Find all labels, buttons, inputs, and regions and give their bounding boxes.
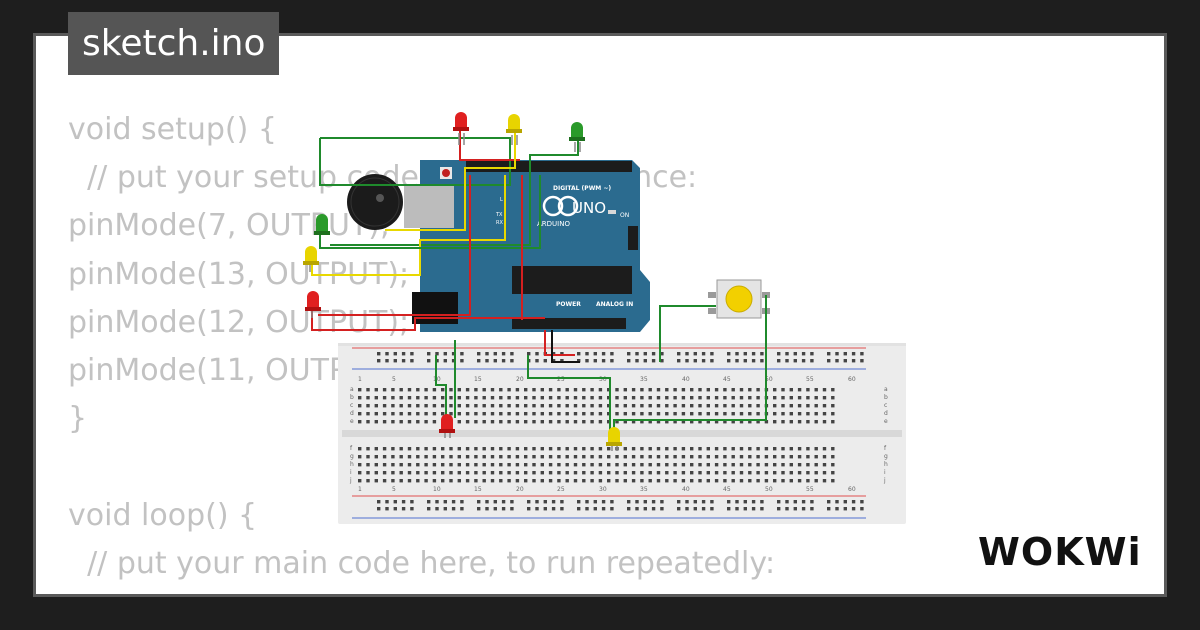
atmega-chip xyxy=(512,266,632,294)
column-number: 20 xyxy=(516,486,524,493)
row-letter: d xyxy=(884,410,888,417)
led-yellow-top[interactable] xyxy=(506,114,522,145)
wokwi-logo-text: WOKWi xyxy=(978,530,1142,574)
column-number: 25 xyxy=(557,376,565,383)
led-red-top[interactable] xyxy=(453,112,469,145)
row-letter: d xyxy=(350,410,354,417)
row-letter: g xyxy=(350,453,354,460)
row-letter: h xyxy=(350,461,354,468)
column-number: 60 xyxy=(848,486,856,493)
file-tab[interactable]: sketch.ino xyxy=(68,12,280,75)
arduino-brand-label: ARDUINO xyxy=(537,220,570,228)
uno-label: UNO xyxy=(572,199,606,217)
row-letter: f xyxy=(350,445,353,452)
led-yellow-left[interactable] xyxy=(303,246,319,272)
row-letter: c xyxy=(884,402,887,409)
row-letter: h xyxy=(884,461,888,468)
column-number: 35 xyxy=(640,486,648,493)
column-number: 55 xyxy=(806,376,814,383)
wokwi-logo: WOKWi xyxy=(978,530,1142,574)
column-number: 40 xyxy=(682,376,690,383)
pushbutton-icon[interactable] xyxy=(708,279,770,319)
row-letter: f xyxy=(884,445,887,452)
code-line: pinMode(12, OUTPUT); xyxy=(68,304,410,340)
buzzer-icon[interactable] xyxy=(347,174,403,230)
column-number: 20 xyxy=(516,376,524,383)
wires xyxy=(311,128,767,430)
code-line: pinMode(13, OUTPUT); xyxy=(68,256,410,292)
column-number: 1 xyxy=(358,486,362,493)
column-number: 60 xyxy=(848,376,856,383)
led-green-top[interactable] xyxy=(569,122,585,152)
digital-header xyxy=(466,161,632,172)
row-letter: c xyxy=(350,402,353,409)
code-line: void loop() { xyxy=(68,497,258,533)
l-label: L xyxy=(500,197,503,203)
tx-label: TX xyxy=(495,212,503,218)
power-analog-header xyxy=(512,318,626,329)
on-label: ON xyxy=(620,212,629,219)
column-number: 30 xyxy=(599,376,607,383)
row-letter: e xyxy=(350,418,354,425)
code-line: // put your main code here, to run repea… xyxy=(68,545,776,581)
column-number: 5 xyxy=(392,486,396,493)
power-label: POWER xyxy=(556,301,581,308)
led-red-left[interactable] xyxy=(305,291,321,318)
row-letter: b xyxy=(884,394,888,401)
row-letter: a xyxy=(884,386,888,393)
code-line: } xyxy=(68,401,88,437)
column-number: 35 xyxy=(640,376,648,383)
power-jack xyxy=(412,292,458,324)
row-letter: j xyxy=(349,477,352,484)
column-number: 40 xyxy=(682,486,690,493)
row-letter: i xyxy=(884,469,886,476)
column-number: 25 xyxy=(557,486,565,493)
column-number: 1 xyxy=(358,376,362,383)
column-number: 45 xyxy=(723,376,731,383)
row-letter: j xyxy=(883,477,886,484)
usb-port xyxy=(404,186,454,228)
row-letter: i xyxy=(350,469,352,476)
row-letter: a xyxy=(350,386,354,393)
column-number: 5 xyxy=(392,376,396,383)
breadboard-holes xyxy=(358,352,864,511)
code-line: void setup() { xyxy=(68,112,277,147)
row-letter: e xyxy=(884,418,888,425)
arduino-uno-board[interactable]: UNO ARDUINO DIGITAL (PWM ~) POWER ANALOG… xyxy=(404,160,650,332)
code-line: digitalWrite(13, HIGH); xyxy=(68,588,775,595)
column-number: 15 xyxy=(474,376,482,383)
column-number: 10 xyxy=(433,486,441,493)
led-yellow-breadboard[interactable] xyxy=(606,427,622,451)
column-number: 55 xyxy=(806,486,814,493)
column-number: 50 xyxy=(765,486,773,493)
column-number: 30 xyxy=(599,486,607,493)
code-editor[interactable]: void setup() { // put your setup code he… xyxy=(68,106,776,595)
row-letter: b xyxy=(350,394,354,401)
led-green-left[interactable] xyxy=(314,214,330,235)
analog-label: ANALOG IN xyxy=(596,301,633,308)
digital-label: DIGITAL (PWM ~) xyxy=(553,185,611,192)
row-letter: g xyxy=(884,453,888,460)
led-red-breadboard[interactable] xyxy=(439,414,455,438)
rx-label: RX xyxy=(496,220,503,226)
column-number: 15 xyxy=(474,486,482,493)
column-number: 50 xyxy=(765,376,773,383)
column-number: 45 xyxy=(723,486,731,493)
